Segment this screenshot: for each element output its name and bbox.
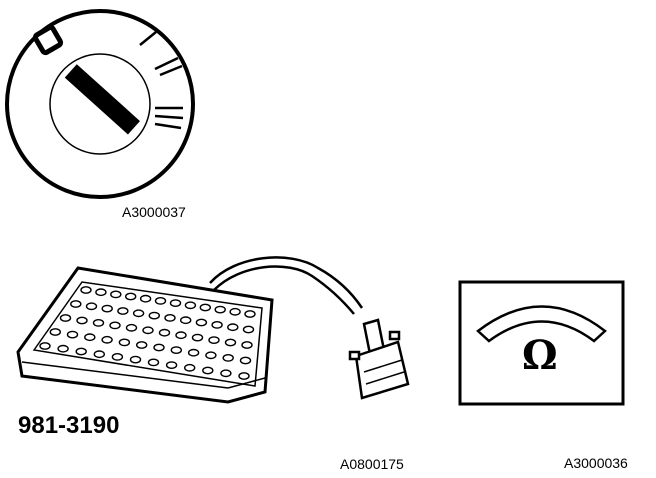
breakout-box-pin <box>179 316 192 325</box>
breakout-box-pin <box>80 286 92 294</box>
connector-screw-left <box>348 350 361 361</box>
breakout-box-pin <box>39 342 51 350</box>
breakout-box-pin <box>170 346 183 354</box>
ohmmeter-caption: A3000036 <box>564 455 628 471</box>
ohmmeter-scale-arc <box>476 305 607 343</box>
breakout-box-pin <box>199 303 212 312</box>
connector-screw-right <box>388 330 401 341</box>
breakout-box-side-edge <box>227 377 266 389</box>
breakout-box-pin <box>75 347 87 356</box>
breakout-box-pin <box>57 344 69 353</box>
ignition-switch-inner-ring <box>49 53 151 155</box>
breakout-box-pin <box>222 353 234 362</box>
breakout-box-pin <box>109 321 121 330</box>
breakout-box-pin <box>183 363 196 372</box>
breakout-box-pin <box>158 328 171 337</box>
ignition-switch-position-2-marker <box>154 56 183 77</box>
ignition-switch-position-0-marker <box>32 24 64 56</box>
breakout-box-pin <box>117 307 129 315</box>
breakout-box-pin <box>125 323 138 332</box>
breakout-box-part-number: 981-3190 <box>18 412 120 439</box>
ohmmeter <box>458 280 625 406</box>
breakout-box-pin <box>84 333 96 342</box>
breakout-box-pin <box>148 311 161 320</box>
breakout-box-top-face <box>32 281 263 387</box>
breakout-box-pin <box>147 358 160 367</box>
breakout-box-pin <box>92 318 105 327</box>
breakout-box-pin <box>242 325 255 334</box>
breakout-box-pin <box>95 288 107 297</box>
breakout-box-pin <box>165 361 178 369</box>
breakout-box-pin <box>118 338 131 347</box>
breakout-box-pin <box>93 350 106 359</box>
breakout-box-pin <box>135 341 148 349</box>
breakout-box-pin <box>208 336 220 344</box>
breakout-box-pin <box>229 307 241 316</box>
ignition-switch-key-slot <box>64 64 140 135</box>
breakout-box-pin <box>227 323 239 332</box>
breakout-box-pin <box>111 352 124 361</box>
ignition-switch <box>5 9 195 199</box>
ignition-switch-position-1-marker <box>139 31 157 46</box>
breakout-box-pin <box>211 320 223 329</box>
breakout-box-pin <box>241 341 253 349</box>
breakout-box-pin <box>132 309 145 318</box>
breakout-box-pin <box>205 351 217 360</box>
breakout-box-pin <box>191 333 204 342</box>
ohm-symbol: Ω <box>522 332 558 379</box>
breakout-box-pin <box>85 302 98 311</box>
breakout-box-pin <box>101 335 113 344</box>
breakout-box-pin <box>153 343 165 352</box>
breakout-box-pin <box>49 328 61 336</box>
breakout-box-pin <box>124 292 137 301</box>
ohmmeter-frame <box>458 280 625 406</box>
ignition-switch-outer-ring <box>5 9 195 199</box>
breakout-box-pin <box>214 305 226 314</box>
breakout-box-pin <box>224 338 237 347</box>
ignition-switch-caption: A3000037 <box>122 204 186 220</box>
breakout-box-pin <box>59 314 72 322</box>
breakout-box-pin <box>184 301 197 310</box>
breakout-box-pin <box>244 310 256 318</box>
breakout-box-pin <box>164 313 176 322</box>
connector-shell <box>354 340 410 400</box>
breakout-box-pin <box>202 366 214 375</box>
breakout-box-pin <box>187 348 200 357</box>
breakout-box-pin <box>220 369 232 378</box>
breakout-box-pin <box>238 372 250 380</box>
connector <box>348 318 410 400</box>
ignition-switch-position-3-marker <box>154 106 184 130</box>
breakout-box-pin <box>154 296 167 305</box>
breakout-box-pin <box>110 290 122 299</box>
breakout-box-pin <box>139 294 152 303</box>
breakout-box-pin <box>175 331 187 340</box>
breakout-box-pin-grid <box>39 286 256 380</box>
cable <box>209 256 364 315</box>
breakout-box-pin <box>70 300 82 308</box>
breakout-box-pin <box>169 299 182 307</box>
connector-caption: A0800175 <box>340 456 404 472</box>
breakout-box <box>16 266 274 404</box>
breakout-box-pin <box>76 316 88 325</box>
breakout-box-pin <box>129 355 142 364</box>
breakout-box-pin <box>142 326 154 335</box>
breakout-box-pin <box>66 330 79 339</box>
breakout-box-pin <box>239 356 252 365</box>
breakout-box-front-edge <box>21 361 229 389</box>
breakout-box-pin <box>101 304 113 313</box>
breakout-box-pin <box>195 318 208 327</box>
